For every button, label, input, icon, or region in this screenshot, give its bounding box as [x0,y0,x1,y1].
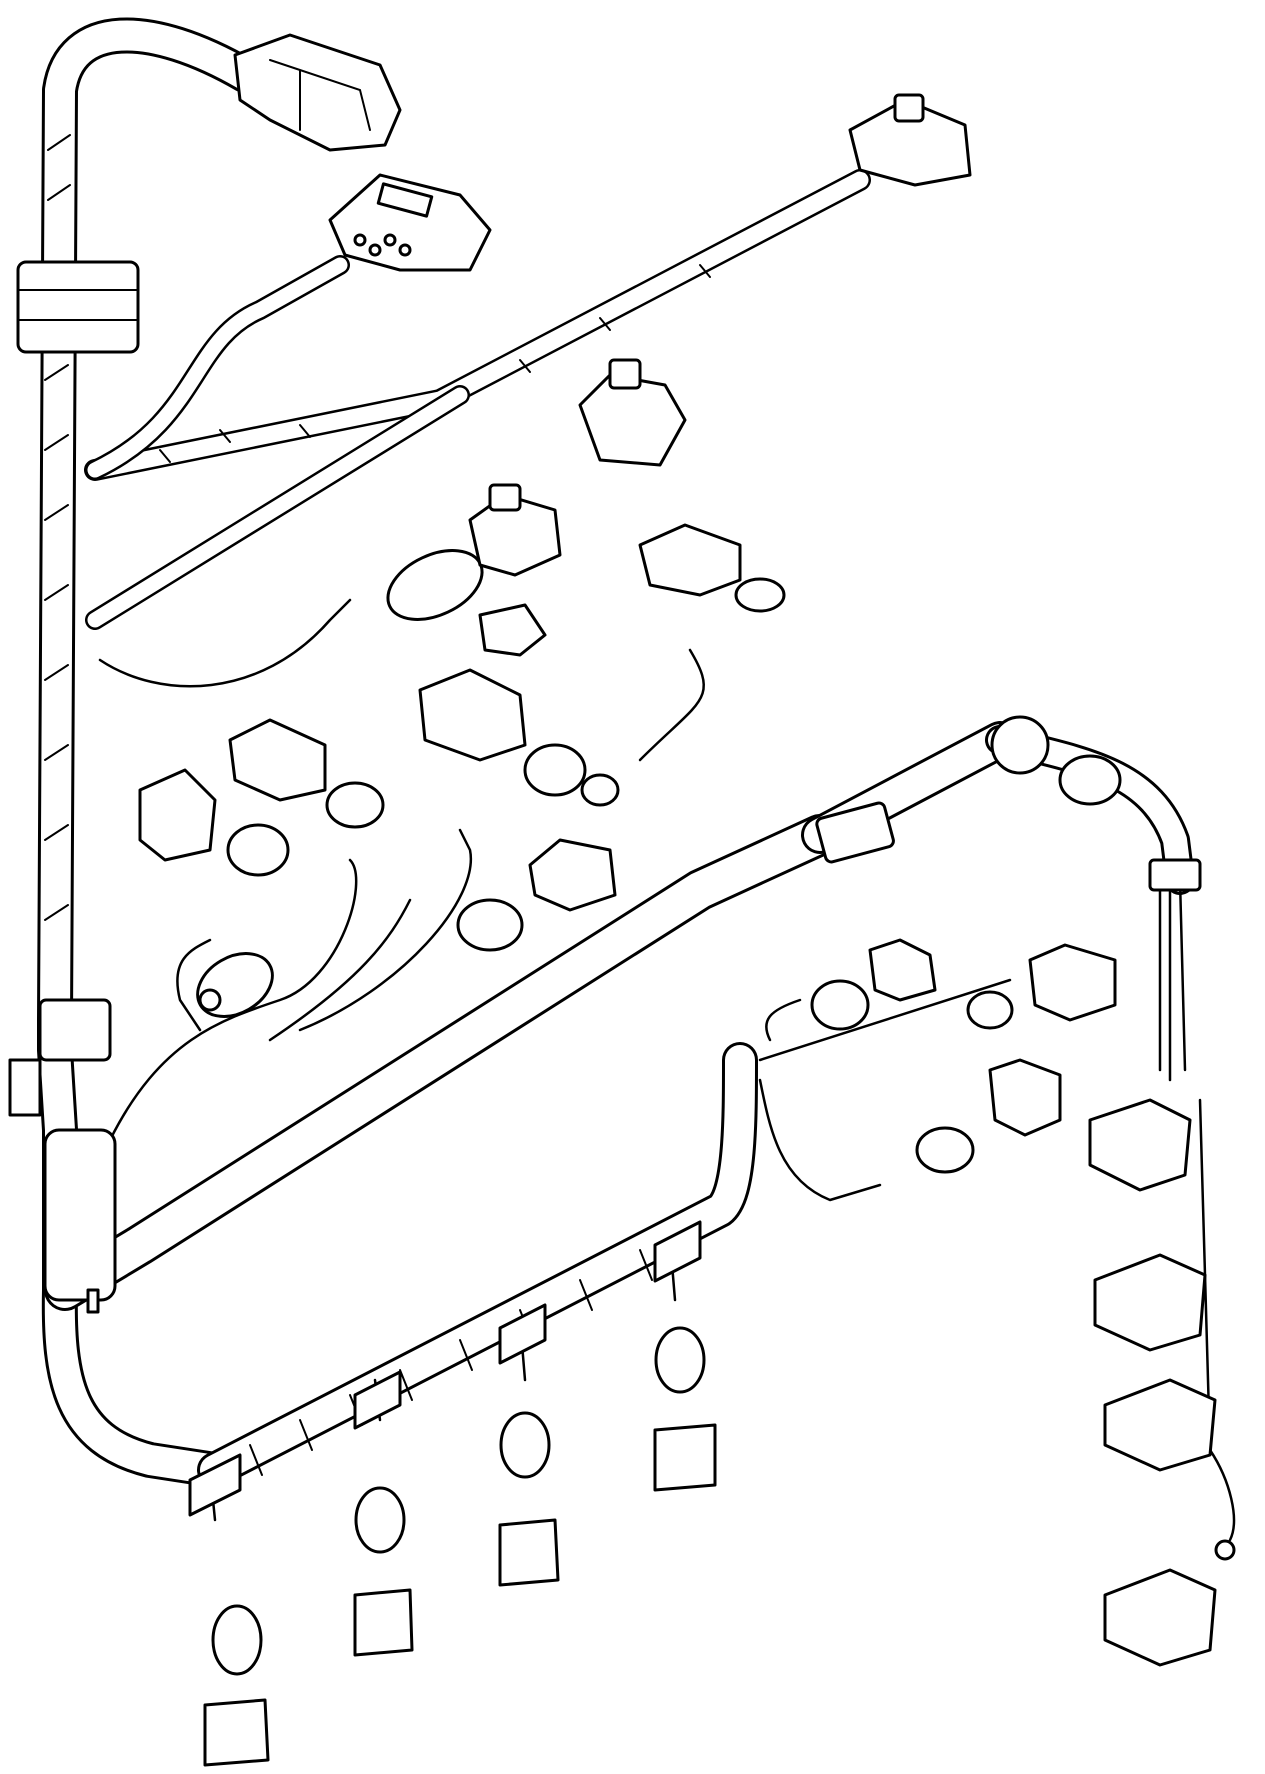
wire-b [108,858,358,1142]
rail-connector-4 [653,1326,717,1492]
connector-small [478,603,547,657]
rail-clips [188,1220,702,1517]
connector-center [418,668,620,807]
wire-to-ring-terminal [1198,1098,1236,1542]
mid-clamp-tab [8,1058,42,1117]
wire-a [176,938,212,1032]
rail-connector-2 [353,1486,414,1657]
connector-top-left [233,33,402,152]
connectors [138,33,1236,1767]
connector-right-upper [966,943,1117,1030]
connector-mid-lower [456,838,617,952]
wire-h [765,998,802,1042]
wire-c [268,898,412,1042]
mid-clamp [38,998,112,1062]
connector-right-mid [915,1058,1062,1174]
ring-terminal [1214,1539,1236,1561]
rail-connector-3 [498,1411,560,1587]
right-wire-bundle [1158,878,1187,1082]
connector-pin-block [328,173,492,272]
rail-clip-4 [653,1220,702,1283]
wire-g [758,978,1012,1062]
connector-right-stack-4 [1103,1568,1217,1667]
connector-left [138,768,290,877]
connector-boot-1 [386,483,562,621]
connector-mid-right-small [810,938,937,1031]
connector-left-2 [228,718,385,829]
clamps [8,260,1202,1314]
right-clamp [1148,858,1202,892]
upper-clamp [16,260,140,354]
round-sensor [196,952,274,1018]
rail-clip-3 [498,1303,547,1365]
connector-hub [990,715,1122,806]
rail-connector-1 [203,1604,270,1767]
sleeve-window [86,1288,100,1314]
connector-top-right [848,93,972,187]
connector-mid-right [638,523,786,613]
wire-e [638,648,706,762]
rail-clip-1 [188,1453,242,1517]
connector-right-stack-1 [1088,1098,1192,1192]
hub-clamp [815,801,895,864]
lower-sleeve [43,1128,117,1302]
connector-mid-upper [578,358,687,467]
rail-clip-2 [353,1370,402,1430]
wire-to-round-sensor [98,598,352,688]
connector-right-stack-2 [1093,1253,1207,1352]
wire-f [758,1078,882,1202]
connector-right-stack-3 [1103,1378,1217,1472]
wire-d [298,828,473,1032]
